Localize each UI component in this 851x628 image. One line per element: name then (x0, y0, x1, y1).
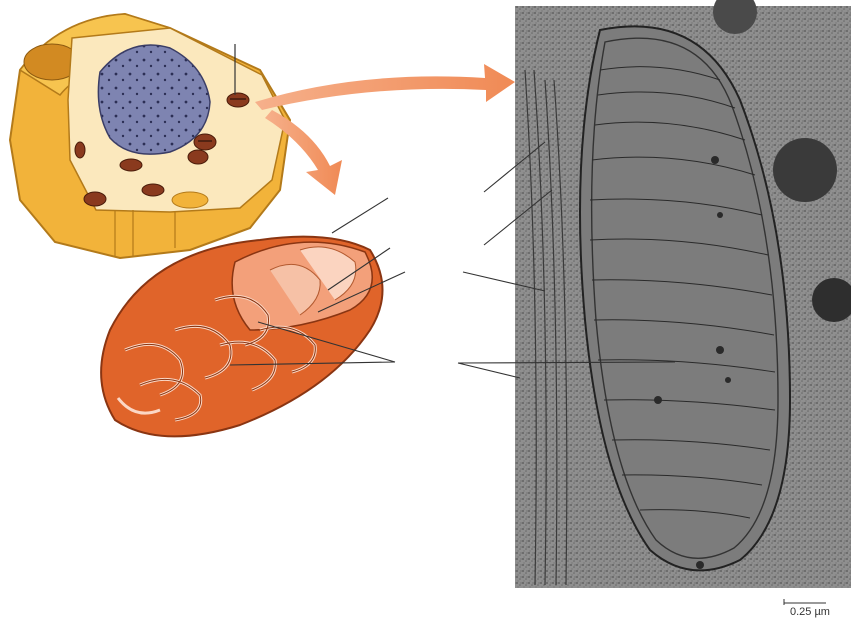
electron-micrograph (515, 0, 851, 588)
mitochondrion-cutaway-illustration (101, 237, 382, 437)
arrow-to-micrograph (255, 64, 515, 110)
scale-bar (784, 599, 826, 605)
cell-cutaway-illustration (10, 14, 290, 258)
vacuole (172, 192, 208, 208)
scale-bar-label: 0.25 µm (790, 606, 830, 618)
